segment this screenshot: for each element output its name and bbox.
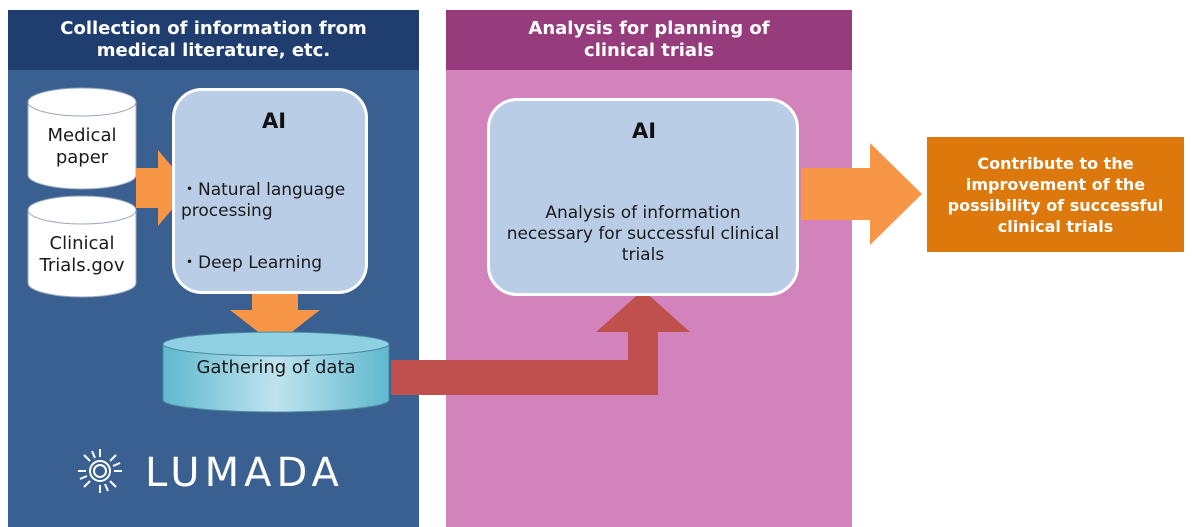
sources-arrow [136,150,190,226]
clinical-trials-cylinder [27,195,137,298]
analysis-panel-header: Analysis for planning of clinical trials [446,10,852,70]
down-arrow [230,288,320,345]
analysis-to-result-arrow [801,143,922,245]
nlp-item: ・Natural language processing [181,180,346,221]
ai-badge-2: AI [632,119,657,143]
medical-paper-cylinder [27,87,137,190]
collection-panel-title: Collection of information from medical l… [60,18,367,61]
lumada-logo: LUMADA [145,450,344,496]
collection-panel-header: Collection of information from medical l… [8,10,419,70]
clinical-trials-label: Clinical Trials.gov [39,233,125,276]
result-text: Contribute to the improvement of the pos… [947,153,1164,236]
ai-badge-1: AI [262,109,287,133]
gathering-to-analysis-arrow [391,290,690,395]
result-box: Contribute to the improvement of the pos… [927,137,1184,252]
gathering-cylinder [162,331,390,413]
analysis-text: Analysis of information necessary for su… [506,203,780,265]
ai-processing-box [172,88,368,294]
analysis-panel-title: Analysis for planning of clinical trials [528,18,770,61]
ai-analysis-box [487,98,799,296]
medical-paper-label: Medical paper [47,125,117,168]
deep-learning-item: ・Deep Learning [181,253,323,273]
sun-logo-icon [78,449,122,493]
gathering-label: Gathering of data [196,357,356,378]
